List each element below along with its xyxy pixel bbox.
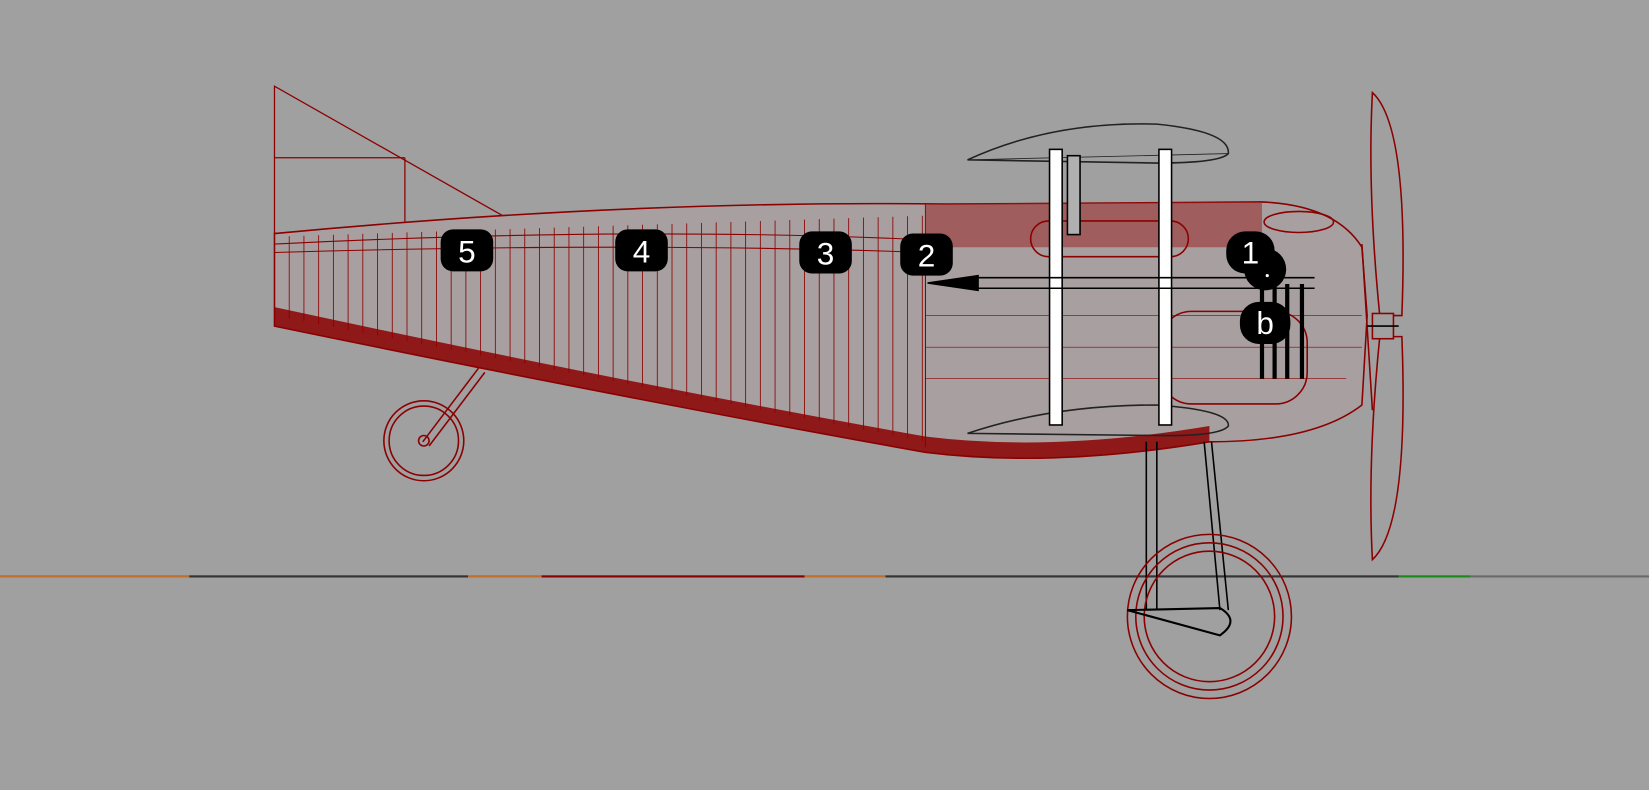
callout-5[interactable]: 5: [440, 229, 494, 272]
main-landing-gear: [1126, 441, 1293, 700]
tail-fin: [273, 85, 505, 235]
tail-wheel: [383, 367, 486, 482]
callout-2[interactable]: 2: [900, 233, 953, 276]
fuselage: [273, 201, 1368, 460]
lower-wing: [967, 404, 1230, 437]
upper-wing: [967, 123, 1230, 164]
callout-4[interactable]: 4: [615, 229, 668, 272]
callout-b[interactable]: b: [1239, 301, 1291, 344]
callout-label: 1: [1242, 234, 1260, 270]
callout-label: 4: [633, 233, 651, 269]
callout-label: 2: [918, 238, 936, 274]
callout-label: b: [1256, 305, 1274, 341]
callout-3[interactable]: 3: [799, 231, 852, 274]
callout-label: 3: [817, 236, 835, 272]
callout-label: 5: [458, 233, 476, 269]
wing-struts: [1048, 148, 1173, 426]
propeller: [1367, 90, 1404, 562]
callout-1[interactable]: 1: [1226, 231, 1275, 274]
